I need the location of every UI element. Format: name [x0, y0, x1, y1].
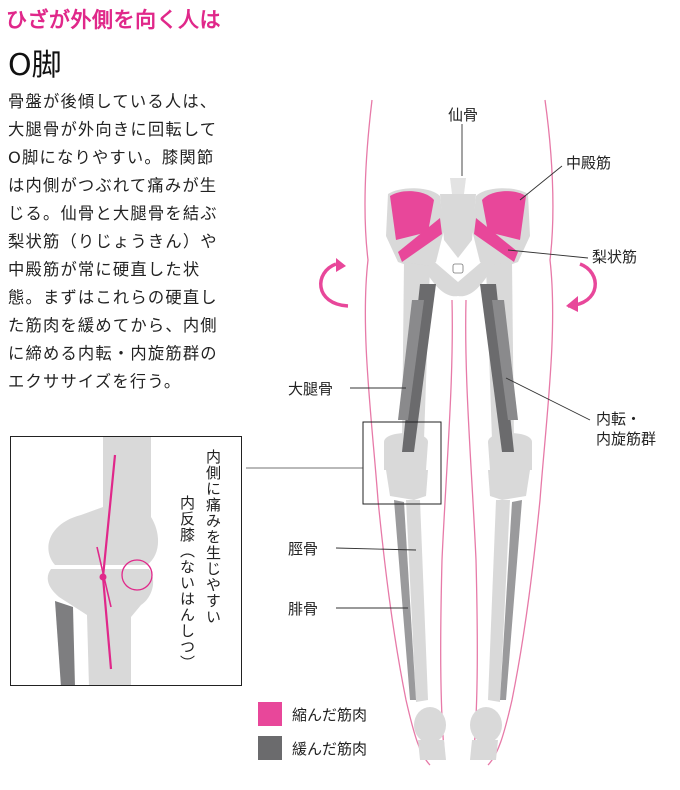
legend-swatch	[258, 702, 282, 726]
adductor-right	[480, 284, 514, 452]
femur-label: 大腿骨	[288, 380, 334, 398]
sacrum-label: 仙骨	[448, 106, 479, 124]
description-line: 梨状筋（りじょうきん）や	[8, 232, 218, 251]
tibia-left	[406, 500, 428, 702]
lower-legs	[386, 470, 530, 760]
legend-swatch	[258, 736, 282, 760]
rotation-arrows	[319, 258, 597, 312]
fibula-right	[500, 500, 522, 700]
legend-label: 縮んだ筋肉	[292, 705, 368, 724]
description-line: O脚になりやすい。膝関節	[8, 148, 215, 167]
knee-closeup-illustration	[47, 437, 159, 685]
tibia-right	[488, 500, 510, 702]
fibula-label: 腓骨	[288, 600, 319, 618]
description-line: 大腿骨が外向きに回転して	[8, 120, 218, 139]
inset-caption-line1: 内側に痛みを生じやすい	[204, 449, 222, 625]
contracted-muscles	[390, 191, 526, 262]
leader-lines	[335, 124, 591, 609]
piriformis-right	[474, 218, 518, 262]
knee-inset: 内側に痛みを生じやすい 内反膝（ないはんしつ）	[10, 436, 242, 686]
legend-label: 緩んだ筋肉	[292, 739, 368, 758]
fibula-closeup	[55, 601, 75, 685]
relaxed-muscles	[398, 284, 518, 452]
inset-caption-line2: 内反膝（ないはんしつ）	[178, 495, 196, 671]
description-line: は内側がつぶれて痛みが生	[8, 176, 218, 195]
headline: ひざが外側を向く人は	[6, 8, 221, 32]
legend-item-relaxed: 緩んだ筋肉	[258, 736, 367, 760]
sacrum-bone	[440, 194, 476, 258]
alignment-point	[99, 573, 107, 581]
adductor-label-line2: 内旋筋群	[596, 430, 657, 448]
legend-item-contracted: 縮んだ筋肉	[258, 702, 367, 726]
page-title: O脚	[8, 48, 62, 83]
arrow-head-icon	[336, 258, 346, 272]
tibia-closeup	[47, 569, 154, 685]
piriformis-label: 梨状筋	[592, 248, 638, 266]
adductor-label-line1: 内転・	[596, 410, 642, 428]
femur-closeup	[48, 437, 159, 565]
description-line: 態。まずはこれらの硬直し	[8, 288, 218, 307]
body-outline	[364, 99, 554, 766]
description-line: 骨盤が後傾している人は、	[8, 92, 218, 111]
adductor-left	[402, 284, 436, 452]
description-line: に締める内転・内旋筋群の	[8, 344, 218, 363]
arrow-head-icon	[566, 296, 578, 312]
description-line: エクササイズを行う。	[8, 372, 182, 391]
gluteus-medius-left	[390, 191, 434, 240]
description-line: 中殿筋が常に硬直した状	[8, 260, 201, 279]
gluteus-medius-right	[482, 191, 526, 240]
gluteus-medius-label: 中殿筋	[566, 154, 612, 172]
description-line: た筋肉を緩めてから、内側	[8, 316, 218, 335]
piriformis-left	[398, 218, 442, 262]
pain-point-circle	[121, 559, 153, 591]
tibia-label: 脛骨	[288, 540, 319, 558]
knee-zoom-box	[362, 421, 442, 505]
description-line: じる。仙骨と大腿骨を結ぶ	[8, 204, 218, 223]
